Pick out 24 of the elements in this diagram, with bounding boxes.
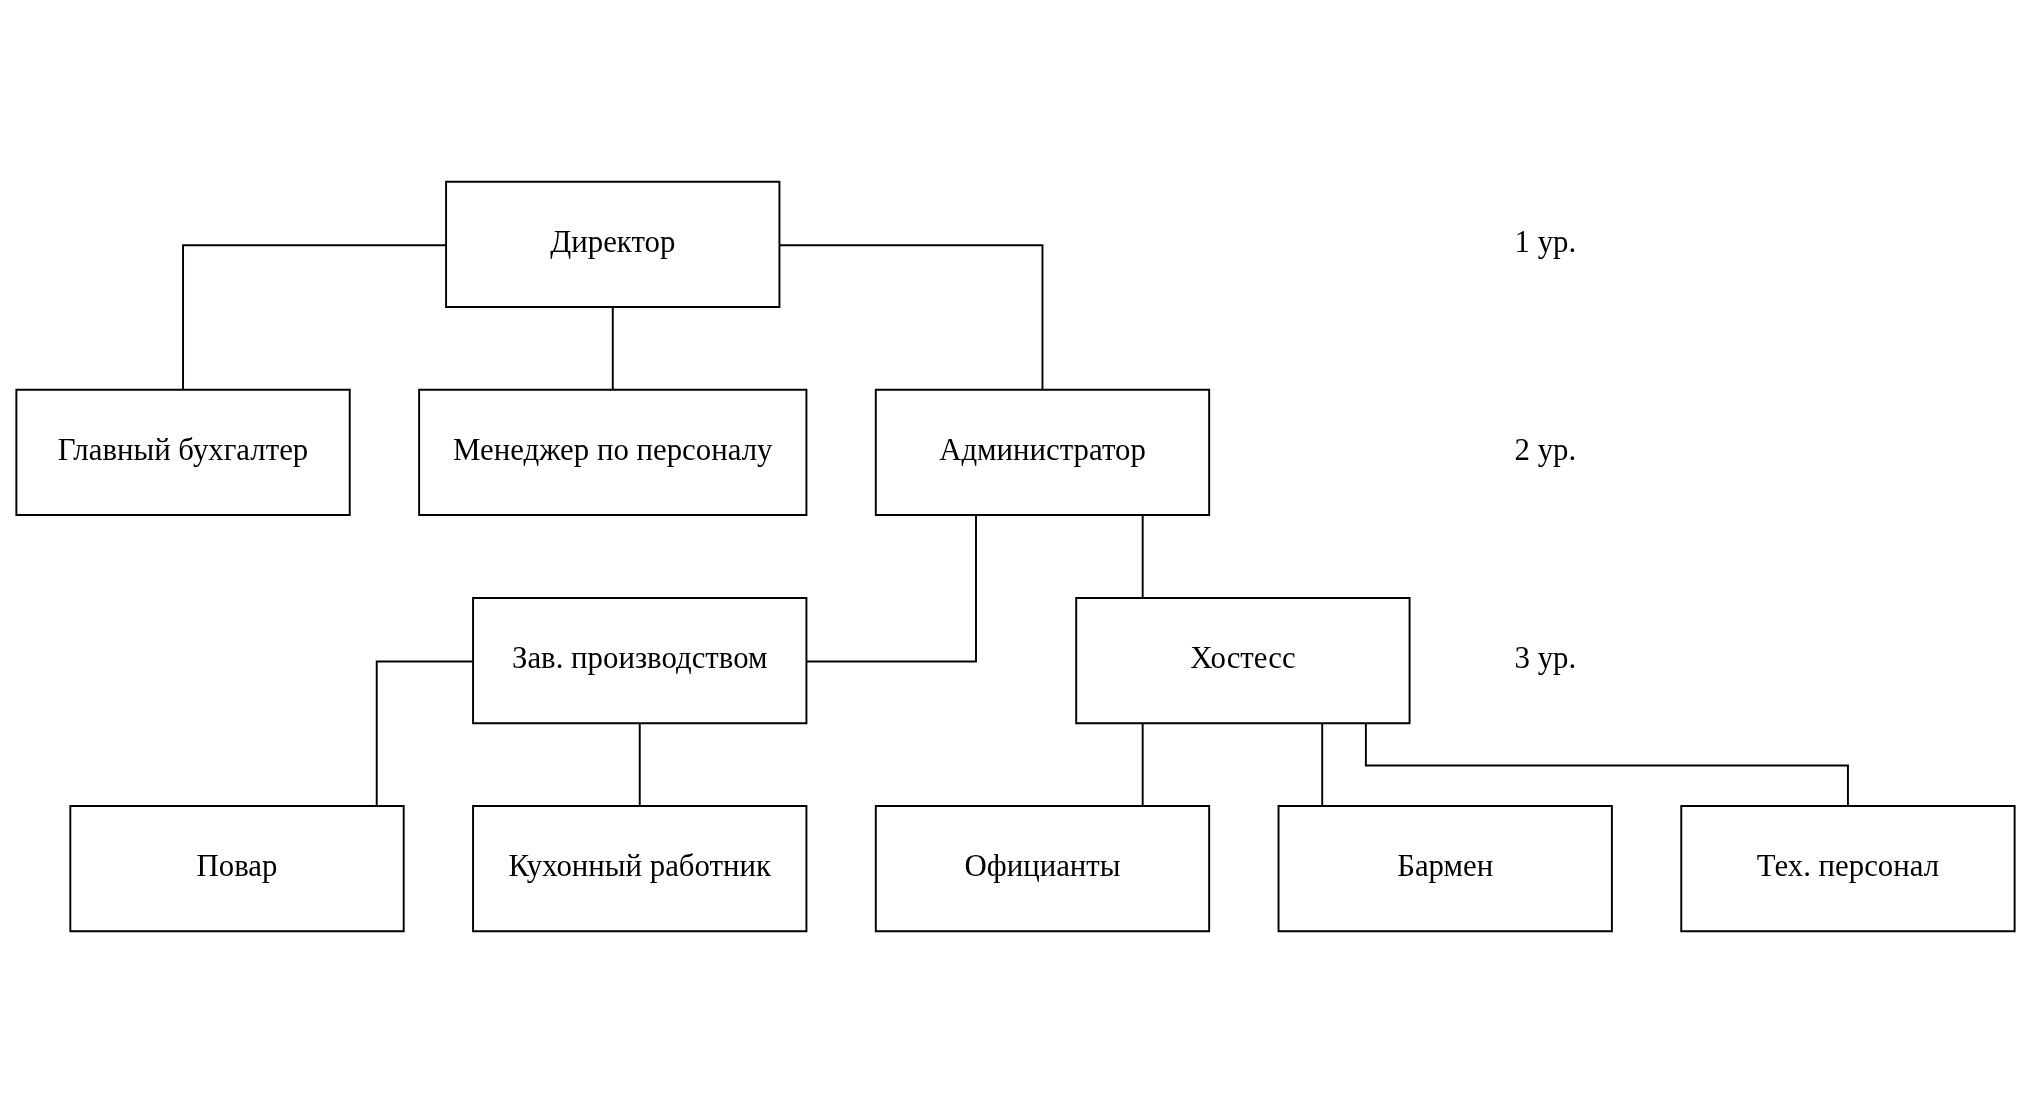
node-box: Тех. персонал bbox=[1680, 805, 2016, 933]
node-box: Директор bbox=[445, 180, 781, 308]
node-box: Хостесс bbox=[1075, 596, 1411, 725]
connector bbox=[778, 244, 1044, 391]
label: 1 ур. bbox=[1514, 224, 1577, 259]
node-box: Зав. производством bbox=[472, 596, 808, 725]
connector bbox=[638, 722, 641, 807]
connector bbox=[375, 660, 474, 807]
node-box: Официанты bbox=[874, 805, 1211, 933]
connector bbox=[805, 514, 977, 663]
connector bbox=[1141, 514, 1144, 599]
node-box: Кухонный работник bbox=[472, 805, 808, 933]
connector bbox=[611, 306, 614, 391]
node-box: Администратор bbox=[874, 388, 1211, 517]
node-box: Бармен bbox=[1277, 805, 1613, 933]
node-box: Главный бухгалтер bbox=[15, 388, 351, 517]
connector bbox=[1321, 722, 1324, 807]
node-box: Менеджер по персоналу bbox=[418, 388, 808, 517]
node-box: Повар bbox=[69, 805, 405, 933]
label: 3 ур. bbox=[1514, 640, 1577, 675]
connector bbox=[182, 244, 447, 391]
connector bbox=[1364, 722, 1849, 807]
label: 2 ур. bbox=[1514, 432, 1577, 467]
connector bbox=[1141, 722, 1144, 807]
